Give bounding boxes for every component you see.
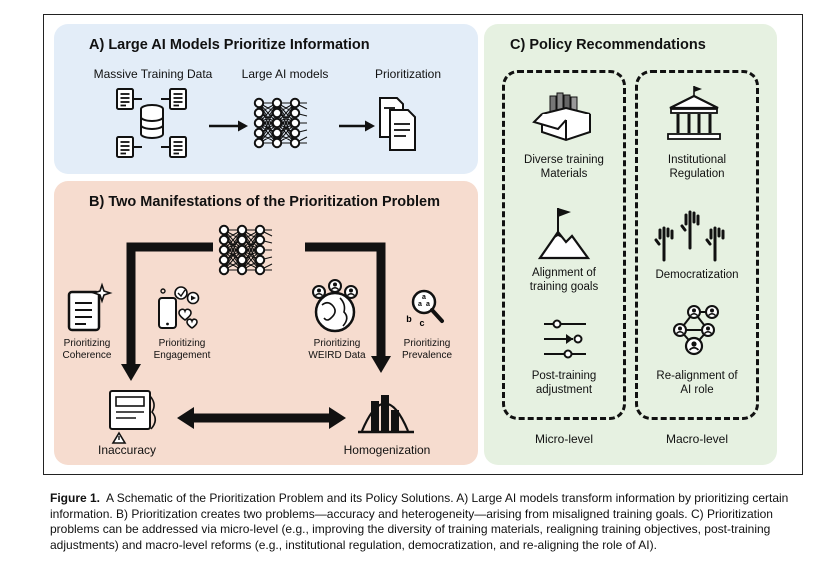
double-arrow [177, 407, 346, 429]
institution-building-icon [667, 86, 721, 140]
macro-level-box [635, 70, 759, 420]
mountain-flag-icon [537, 208, 591, 260]
prioritization-label: Prioritization [374, 67, 442, 81]
prioritized-documents-icon [379, 97, 416, 151]
raised-hands-icon [654, 210, 725, 262]
panel-b-title: B) Two Manifestations of the Prioritizat… [89, 194, 440, 210]
prioritizing-weird-data-label: Prioritizing WEIRD Data [308, 338, 366, 361]
svg-text:c: c [419, 318, 424, 328]
macro-level-label: Macro-level [665, 432, 728, 446]
histogram-curve-icon [358, 395, 414, 434]
democratization-label: Democratization [655, 269, 739, 281]
magnifier-letters-icon: a a a b c [406, 289, 444, 328]
prioritizing-coherence-label: Prioritizing Coherence [62, 338, 112, 361]
panel-c-title: C) Policy Recommendations [510, 37, 706, 53]
micro-level-box [502, 70, 626, 420]
neural-network-icon [253, 97, 308, 149]
document-stack-icon [116, 88, 187, 158]
svg-text:a: a [418, 301, 422, 308]
right-thick-arrow [305, 242, 391, 373]
figure-frame [43, 14, 803, 475]
database-icon [140, 104, 164, 139]
micro-level-label: Micro-level [534, 432, 593, 446]
prioritizing-engagement-label: Prioritizing Engagement [153, 338, 211, 361]
homogenization-label: Homogenization [343, 443, 431, 457]
document-sparkle-icon [67, 282, 113, 332]
massive-training-data-label: Massive Training Data [93, 67, 213, 81]
broken-document-icon [109, 390, 157, 444]
inaccuracy-label: Inaccuracy [97, 443, 157, 457]
network-people-icon [673, 305, 719, 356]
alignment-of-training-goals-label: Alignment of training goals [529, 267, 599, 293]
figure-caption: Figure 1. A Schematic of the Prioritizat… [50, 491, 790, 553]
re-alignment-of-ai-role-label: Re-alignment of AI role [656, 370, 738, 396]
panel-c [484, 24, 777, 465]
arrow-a2 [339, 120, 375, 132]
diverse-training-materials-label: Diverse training Materials [524, 154, 604, 180]
svg-text:a: a [422, 294, 426, 301]
post-training-adjustment-label: Post-training adjustment [531, 370, 597, 396]
sliders-icon [544, 319, 586, 359]
svg-text:a: a [426, 301, 430, 308]
globe-people-icon [312, 279, 358, 333]
caption-label: Figure 1. [50, 491, 101, 505]
arrow-a1 [209, 120, 248, 132]
open-box-books-icon [532, 92, 591, 142]
left-thick-arrow [121, 242, 213, 381]
large-ai-models-label: Large AI models [241, 67, 329, 81]
caption-text: A Schematic of the Prioritization Proble… [50, 491, 789, 552]
neural-network-b-icon [218, 224, 273, 276]
institutional-regulation-label: Institutional Regulation [667, 154, 727, 180]
svg-text:b: b [406, 314, 412, 324]
prioritizing-prevalence-label: Prioritizing Prevalence [401, 338, 453, 361]
panel-a-title: A) Large AI Models Prioritize Informatio… [89, 37, 370, 53]
phone-engagement-icon [158, 286, 200, 329]
